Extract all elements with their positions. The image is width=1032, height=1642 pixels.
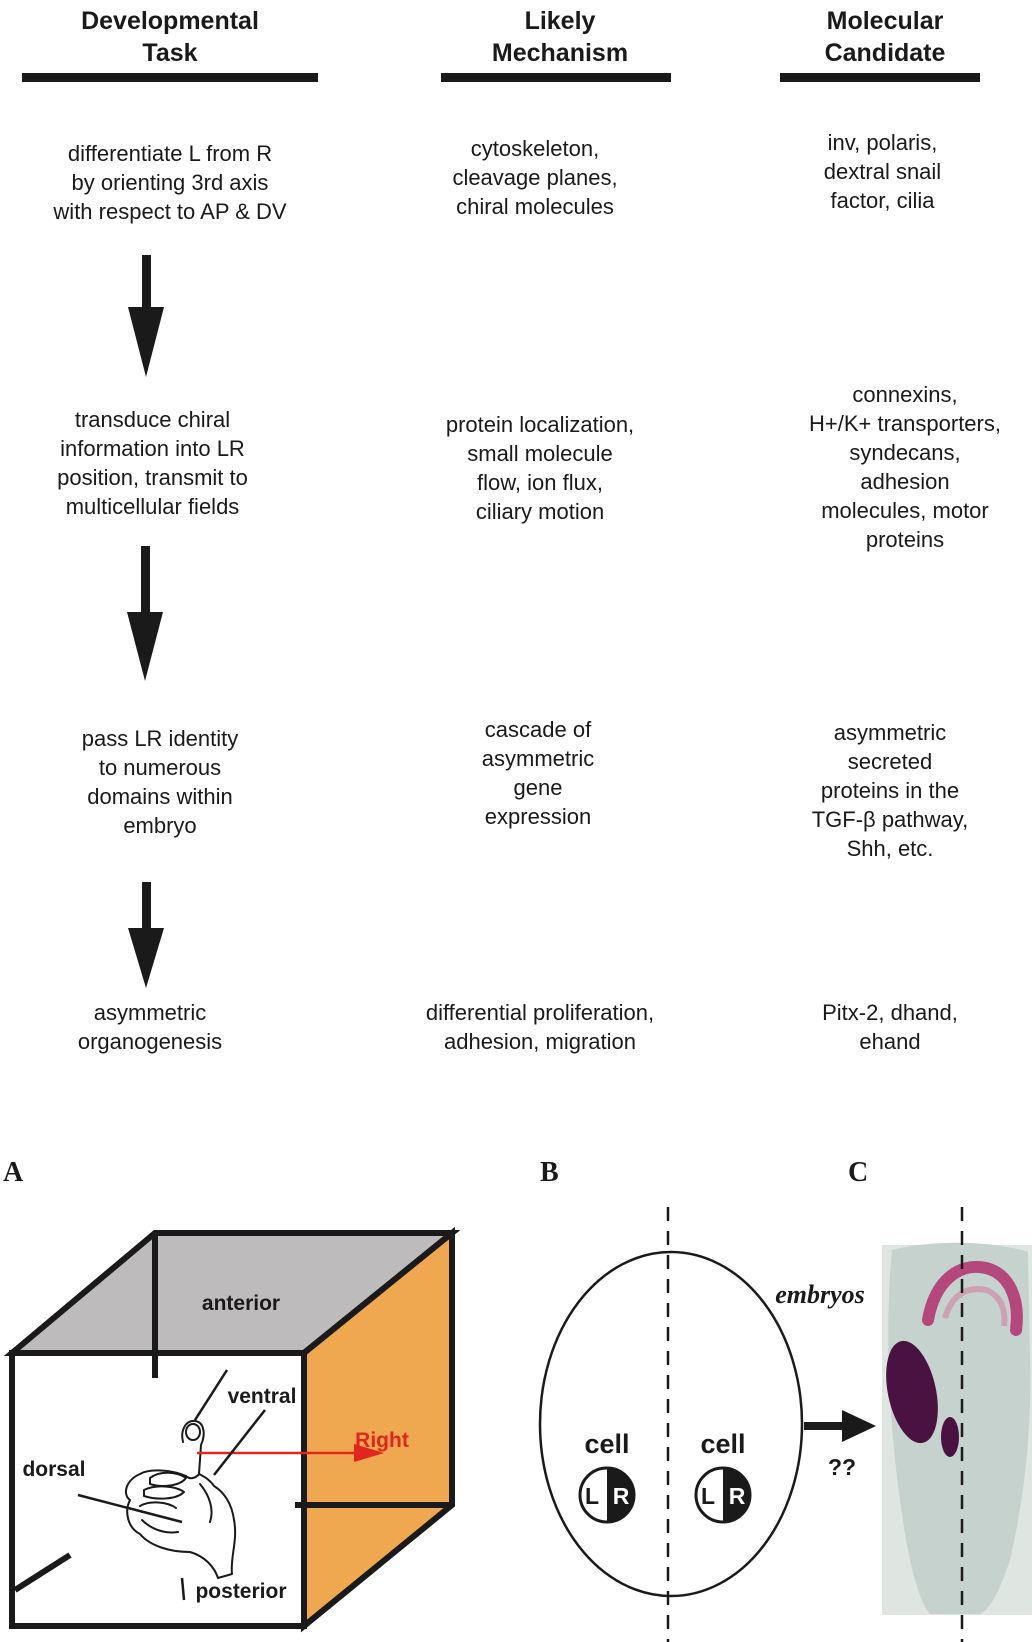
row-4-candidate: Pitx-2, dhand, ehand <box>822 1000 958 1054</box>
cell-right: L R <box>694 1466 752 1524</box>
row-1-mechanism: cytoskeleton, cleavage planes, chiral mo… <box>452 136 618 219</box>
cell-left-l-mark: L <box>585 1483 599 1509</box>
label-ventral: ventral <box>228 1385 297 1408</box>
down-arrow-3 <box>128 882 164 988</box>
panel-a-letter: A <box>3 1157 24 1188</box>
header-rule-mechanism <box>441 73 671 82</box>
row-4-task: asymmetric organogenesis <box>77 1000 223 1054</box>
cell-left: L R <box>578 1466 636 1524</box>
header-likely-mechanism: Likely Mechanism <box>491 7 629 67</box>
row-1-task: differentiate L from R by orienting 3rd … <box>53 141 287 224</box>
row-2-task: transduce chiral information into LR pos… <box>57 407 248 519</box>
hand-drawing <box>124 1419 237 1579</box>
header-molecular-candidate: Molecular Candidate <box>824 7 946 67</box>
right-direction-arrow <box>197 1444 384 1462</box>
cell-label-left: cell <box>584 1429 629 1459</box>
label-dorsal: dorsal <box>22 1458 85 1481</box>
cell-label-right: cell <box>700 1429 745 1459</box>
row-3-task: pass LR identity to numerous domains wit… <box>81 726 239 838</box>
header-rule-candidate <box>780 73 980 82</box>
down-arrow-2 <box>127 546 163 681</box>
cell-left-r-mark: R <box>613 1483 630 1509</box>
row-3-candidate: asymmetric secreted proteins in the TGF-… <box>811 720 969 861</box>
cube-front-face <box>9 1350 307 1629</box>
row-2-mechanism: protein localization, small molecule flo… <box>445 412 635 524</box>
header-rule-task <box>22 73 318 82</box>
row-2-candidate: connexins, H+/K+ transporters, syndecans… <box>809 382 1001 552</box>
label-anterior: anterior <box>202 1292 280 1315</box>
row-4-mechanism: differential proliferation, adhesion, mi… <box>425 1000 655 1054</box>
cell-right-l-mark: L <box>701 1483 715 1509</box>
transition-arrow <box>804 1410 876 1442</box>
embryo-tissue <box>888 1242 1031 1614</box>
row-3-mechanism: cascade of asymmetric gene expression <box>481 717 595 829</box>
head-fold-stain <box>922 1260 1023 1336</box>
label-right: Right <box>355 1429 409 1452</box>
row-1-candidate: inv, polaris, dextral snail factor, cili… <box>823 130 942 213</box>
node-expression-spot <box>941 1417 959 1457</box>
left-expression-domain <box>886 1340 938 1444</box>
embryos-label: embryos <box>775 1280 865 1309</box>
header-developmental-task: Developmental Task <box>81 7 259 67</box>
question-marks: ?? <box>828 1454 856 1480</box>
panel-b-letter: B <box>540 1157 559 1188</box>
panel-c-letter: C <box>848 1157 869 1188</box>
label-posterior: posterior <box>195 1580 286 1603</box>
down-arrow-1 <box>128 255 164 377</box>
cell-right-r-mark: R <box>729 1483 746 1509</box>
